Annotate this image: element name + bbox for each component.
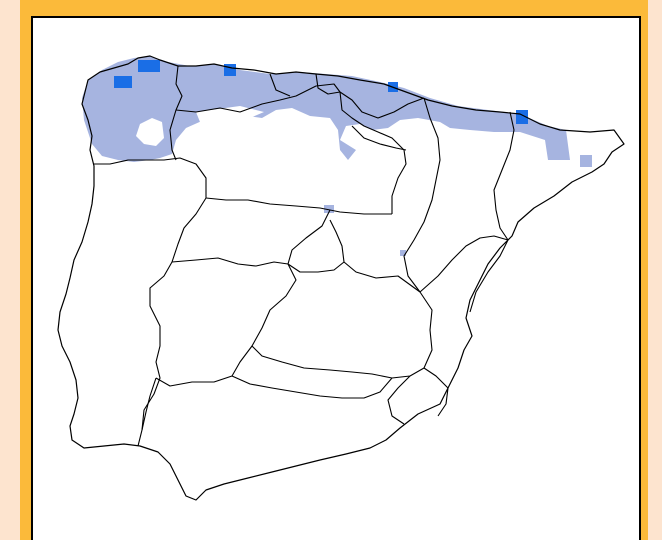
region-border-andalusia xyxy=(141,375,393,431)
region-border-castilla-la-mancha xyxy=(251,261,433,379)
region-border-madrid xyxy=(287,209,345,273)
region-border-valencia xyxy=(419,235,509,313)
peninsula-outline xyxy=(57,55,625,501)
region-border-basque xyxy=(339,91,407,214)
presence-light-area xyxy=(82,56,592,256)
region-border-murcia xyxy=(387,367,449,425)
region-border-la-rioja xyxy=(351,125,407,151)
region-border-aragon-catalonia xyxy=(493,111,515,241)
left-strip xyxy=(0,0,20,540)
region-border-extremadura xyxy=(155,257,297,387)
region-border-cantabria xyxy=(269,73,341,97)
region-border-navarre xyxy=(403,97,441,293)
portugal-border xyxy=(94,157,207,447)
top-bar xyxy=(20,0,648,13)
region-border-cantabrian xyxy=(175,83,425,119)
region-border-castilla xyxy=(205,197,392,215)
